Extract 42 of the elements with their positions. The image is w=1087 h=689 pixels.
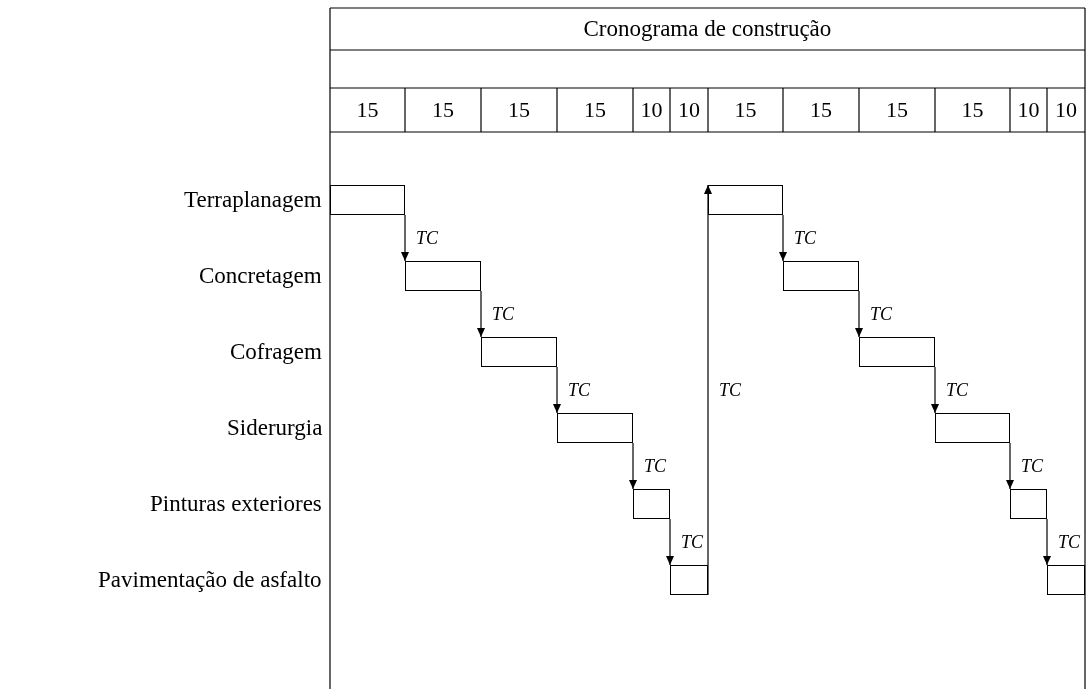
- task-bar: [783, 261, 859, 291]
- duration-label: 15: [961, 97, 984, 123]
- duration-label: 10: [640, 97, 663, 123]
- task-label: Pinturas exteriores: [150, 491, 322, 517]
- duration-label: 15: [886, 97, 908, 123]
- arrow: [666, 518, 674, 566]
- arrow: [477, 290, 485, 338]
- task-bar: [405, 261, 481, 291]
- duration-label: 15: [508, 97, 530, 123]
- task-bar: [935, 413, 1010, 443]
- task-bar: [481, 337, 557, 367]
- task-label: Cofragem: [230, 339, 322, 365]
- chart-title: Cronograma de construção: [583, 16, 832, 42]
- task-bar: [1010, 489, 1047, 519]
- arrow: [401, 214, 409, 262]
- duration-label: 10: [1055, 97, 1077, 123]
- task-bar: [708, 185, 783, 215]
- duration-label: 10: [1017, 97, 1040, 123]
- arrow: [1006, 442, 1014, 490]
- duration-label: 15: [734, 97, 757, 123]
- arrow: [629, 442, 637, 490]
- task-bar: [670, 565, 708, 595]
- duration-label: 15: [356, 97, 379, 123]
- task-label: Terraplanagem: [184, 187, 322, 213]
- duration-label: 10: [678, 97, 700, 123]
- arrow: [704, 184, 712, 596]
- task-label: Siderurgia: [227, 415, 323, 441]
- arrow: [855, 290, 863, 338]
- duration-label: 15: [810, 97, 832, 123]
- task-label: Concretagem: [199, 263, 322, 289]
- task-bar: [859, 337, 935, 367]
- task-bar: [1047, 565, 1085, 595]
- duration-label: 15: [432, 97, 454, 123]
- task-label: Pavimentação de asfalto: [98, 567, 322, 593]
- task-bar: [557, 413, 633, 443]
- arrow: [553, 366, 561, 414]
- arrow: [779, 214, 787, 262]
- duration-label: 15: [584, 97, 606, 123]
- task-bar: [633, 489, 670, 519]
- arrow: [1043, 518, 1051, 566]
- arrow: [931, 366, 939, 414]
- task-bar: [330, 185, 405, 215]
